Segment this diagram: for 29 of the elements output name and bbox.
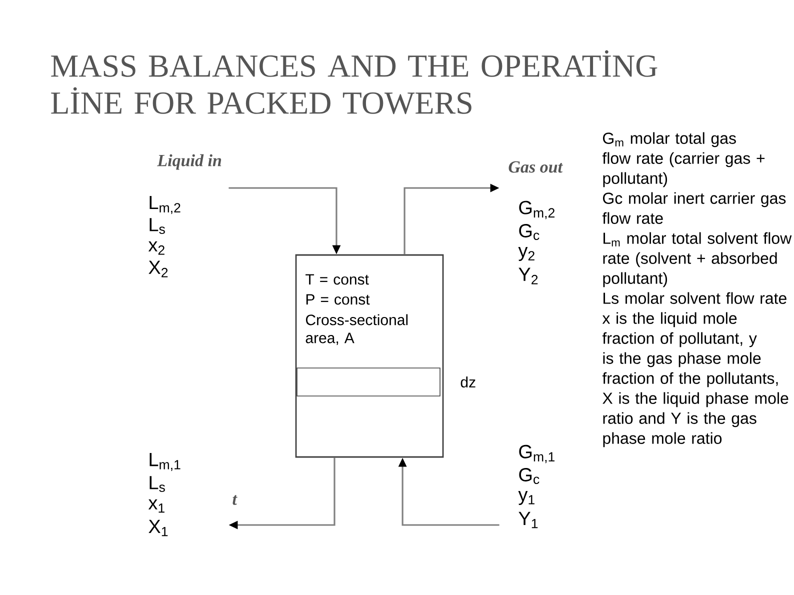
condition-text: T = const <box>306 274 369 285</box>
side-label: dz <box>460 376 476 388</box>
condition-text: P = const <box>306 294 370 305</box>
stream-variable: G$_{c}$ <box>519 468 540 484</box>
stream-variable: G$_{m,2}$ <box>519 200 554 220</box>
stream-variable: G$_{m,1}$ <box>519 444 554 464</box>
stream-variable: Y$_{1}$ <box>518 512 538 528</box>
stream-variable: x$_{1}$ <box>148 499 164 513</box>
definition-text: L$_{m}$ molar total solvent flow rate (solvent + absorbed pollutant) <box>603 232 792 288</box>
stream-heading: t <box>232 495 238 505</box>
title: MASS BALANCES AND THE OPERATİNG LİNE FOR PACKED TOWERS <box>51 50 658 114</box>
stream-variable: L$_{s}$ <box>150 218 165 234</box>
stream-variable: x$_{2}$ <box>148 241 164 255</box>
stream-variable: L$_{m,1}$ <box>150 453 180 471</box>
stream-variable: L$_{m,2}$ <box>150 196 180 214</box>
stream-heading: Liquid in <box>157 154 222 170</box>
stream-variable: y$_{1}$ <box>518 491 534 505</box>
definition-text: G$_{m}$ molar total gas flow rate (carrier gas + pollutant) <box>602 132 765 188</box>
stream-variable: y$_{2}$ <box>518 247 534 261</box>
stream-variable: Y$_{2}$ <box>518 268 538 284</box>
condition-text: Cross-sectional area, A <box>306 314 408 345</box>
stream-variable: L$_{s}$ <box>150 476 165 492</box>
stream-variable: X$_{1}$ <box>148 520 168 536</box>
definition-text: x is the liquid mole fraction of pollutant, y is the gas phase mole fraction of the pollutants, X is the liquid phase mole ratio and Y is the gas phase mole ratio <box>602 312 788 448</box>
stream-variable: G$_{c}$ <box>519 224 540 240</box>
definition-text: Ls molar solvent flow rate <box>604 292 786 304</box>
stream-variable: X$_{2}$ <box>148 260 168 278</box>
stream-heading: Gas out <box>508 161 563 173</box>
slice-box <box>296 368 440 396</box>
